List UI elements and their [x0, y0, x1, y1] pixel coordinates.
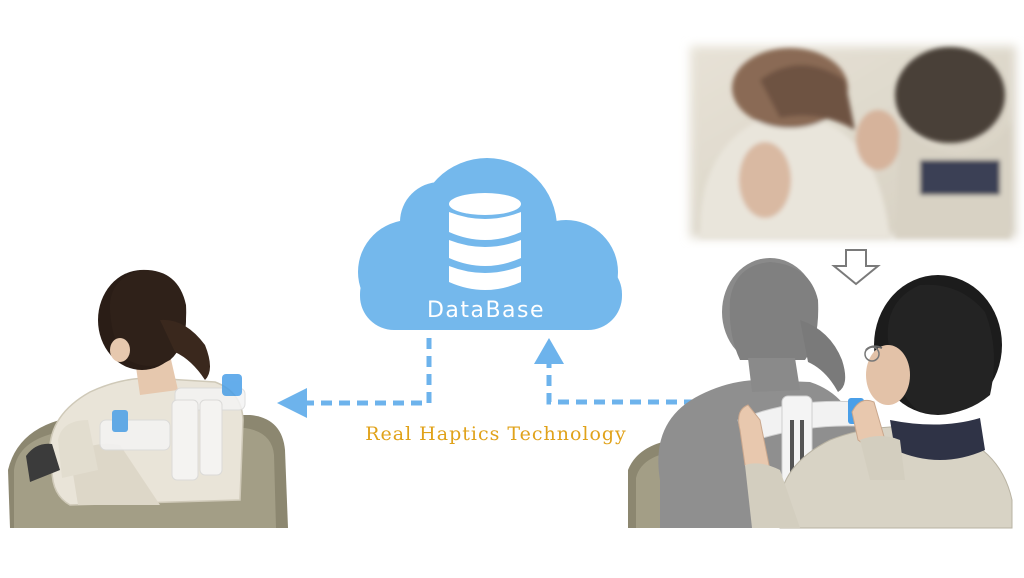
outline-arrow-down-icon	[831, 249, 881, 286]
reference-photo	[690, 46, 1016, 238]
database-cloud	[358, 158, 622, 330]
arrow-left-icon	[277, 388, 307, 418]
flow-label: Real Haptics Technology	[365, 423, 627, 445]
receiver-person-illustration	[8, 269, 288, 528]
sender-illustration	[628, 258, 1013, 529]
database-cylinder-icon	[449, 193, 521, 290]
cloud-icon	[358, 158, 622, 330]
connector-from-sender	[546, 360, 713, 405]
arrow-up-icon	[534, 338, 564, 364]
connector-to-receiver	[305, 338, 432, 406]
database-label: DataBase	[426, 298, 546, 323]
